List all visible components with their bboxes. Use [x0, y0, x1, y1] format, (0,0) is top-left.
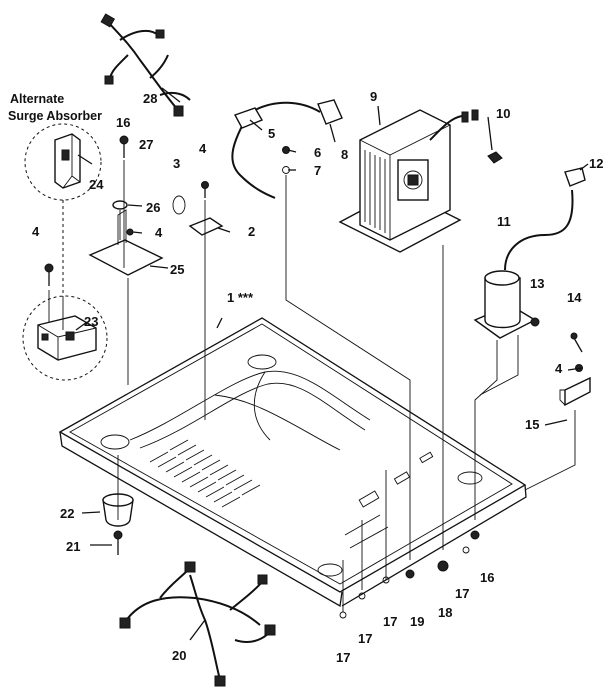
label-part-4-top: 4	[199, 141, 207, 156]
label-part-25: 25	[170, 262, 184, 277]
label-part-10: 10	[496, 106, 510, 121]
label-part-21: 21	[66, 539, 80, 554]
bracket-15	[559, 376, 591, 407]
label-part-22: 22	[60, 506, 74, 521]
label-part-3: 3	[173, 156, 180, 171]
leader-lines	[75, 87, 589, 641]
wire-harness-20	[119, 561, 276, 687]
label-part-20: 20	[172, 648, 186, 663]
alternate-surge-absorber-group	[22, 123, 108, 381]
label-part-6: 6	[314, 145, 321, 160]
label-part-7: 7	[314, 163, 321, 178]
label-part-8: 8	[341, 147, 348, 162]
label-part-14: 14	[567, 290, 582, 305]
label-part-15: 15	[525, 417, 539, 432]
label-part-16-bottom: 16	[480, 570, 494, 585]
label-part-16-top: 16	[116, 115, 130, 130]
title-line-2: Surge Absorber	[8, 109, 102, 123]
label-part-11: 11	[497, 214, 511, 229]
label-part-23: 23	[84, 314, 98, 329]
label-part-4-mid: 4	[155, 225, 163, 240]
label-part-9: 9	[370, 89, 377, 104]
label-part-5: 5	[268, 126, 275, 141]
wire-harness-28	[100, 13, 191, 117]
capacitor-11	[473, 189, 574, 339]
label-part-13: 13	[530, 276, 544, 291]
base-plate	[58, 317, 527, 608]
label-part-17-b: 17	[383, 614, 397, 629]
label-part-28: 28	[143, 91, 157, 106]
hardware	[44, 135, 583, 619]
transformer-9	[338, 109, 479, 253]
label-part-24: 24	[89, 177, 104, 192]
label-part-12: 12	[589, 156, 603, 171]
surge-absorber-24	[54, 133, 81, 189]
switch-2	[188, 217, 224, 236]
title-line-1: Alternate	[10, 92, 64, 106]
assembly-lines	[48, 160, 576, 612]
label-part-4-right: 4	[555, 361, 563, 376]
label-part-18: 18	[438, 605, 452, 620]
label-part-27: 27	[139, 137, 153, 152]
label-part-1: 1 ***	[227, 290, 254, 305]
label-part-17-d: 17	[336, 650, 350, 665]
label-part-26: 26	[146, 200, 160, 215]
bracket-25	[88, 209, 164, 276]
plug-12	[564, 167, 586, 187]
label-part-2: 2	[248, 224, 255, 239]
wire-harness-5-8	[231, 99, 343, 199]
surge-absorber-23	[37, 315, 97, 361]
label-part-17-a: 17	[455, 586, 469, 601]
label-part-19: 19	[410, 614, 424, 629]
label-part-4-left: 4	[32, 224, 40, 239]
label-part-17-c: 17	[358, 631, 372, 646]
vent-slots	[149, 439, 261, 508]
